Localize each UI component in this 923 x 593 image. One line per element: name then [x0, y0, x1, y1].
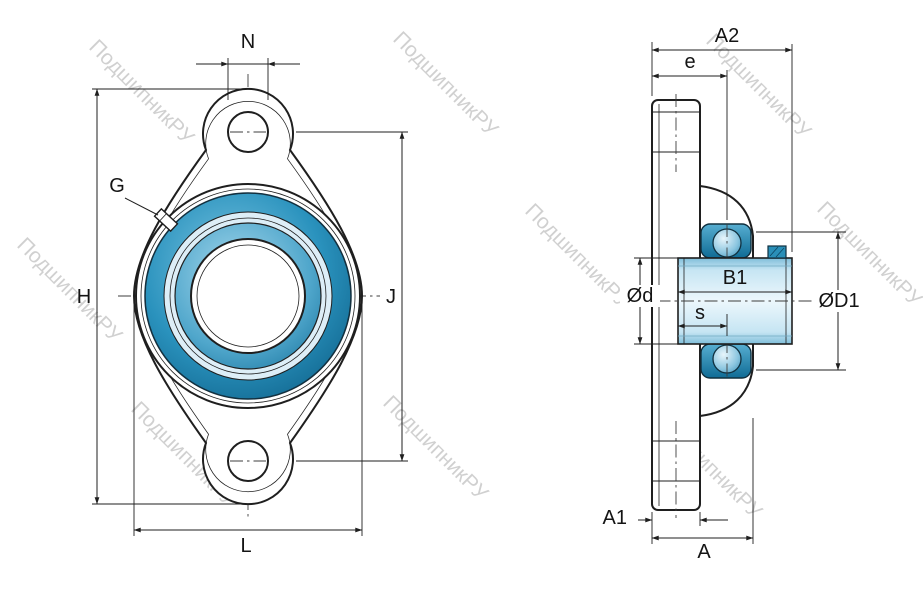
label-mask	[620, 285, 660, 307]
bore	[190, 238, 306, 354]
seal-line	[169, 217, 327, 375]
watermark-text: ПодшипникРУ	[12, 233, 126, 347]
dimension-A: A	[651, 418, 754, 563]
dim-label-s: s	[695, 302, 705, 324]
watermark-text: ПодшипникРУ	[84, 35, 198, 149]
watermark-text: ПодшипникРУ	[388, 27, 502, 141]
dim-label-H: H	[77, 286, 91, 308]
dimension-od: Ød	[620, 257, 660, 345]
watermark-text: ПодшипникРУ	[378, 391, 492, 505]
dim-label-L: L	[240, 535, 251, 557]
dim-label-N: N	[241, 31, 255, 53]
locking-pin	[153, 207, 179, 233]
dim-label-B1: B1	[723, 267, 747, 289]
dimension-A2: A2	[651, 25, 793, 252]
dim-label-od: Ød	[627, 285, 654, 307]
bore-chamfer-line	[196, 244, 300, 348]
dim-label-A: A	[697, 541, 711, 563]
boss-chamfer-line	[140, 188, 356, 404]
dimension-s: s	[677, 302, 728, 336]
dimension-N: N	[196, 31, 300, 100]
dim-label-A1: A1	[603, 507, 627, 529]
dimension-G: G	[109, 175, 159, 216]
dim-label-oD1: ØD1	[818, 290, 859, 312]
dimension-oD1: ØD1	[756, 231, 866, 371]
inner-ring-sleeve	[677, 257, 793, 345]
dim-label-G: G	[109, 175, 125, 197]
label-mask	[812, 290, 866, 312]
dimension-L: L	[133, 302, 363, 557]
front-view: N G H L J	[77, 31, 408, 557]
dim-label-e: e	[684, 51, 695, 73]
dimension-J: J	[296, 131, 408, 462]
dimension-H: H	[77, 88, 244, 505]
dim-label-A2: A2	[715, 25, 739, 47]
watermark-text: ПодшипникРУ	[520, 199, 634, 313]
leader-line	[124, 197, 159, 216]
dimension-B1: B1	[677, 267, 793, 295]
side-view: A2 e Ød B1 s	[603, 25, 866, 563]
dimension-e: e	[651, 51, 728, 220]
set-screw	[767, 245, 787, 259]
dim-label-J: J	[386, 286, 396, 308]
